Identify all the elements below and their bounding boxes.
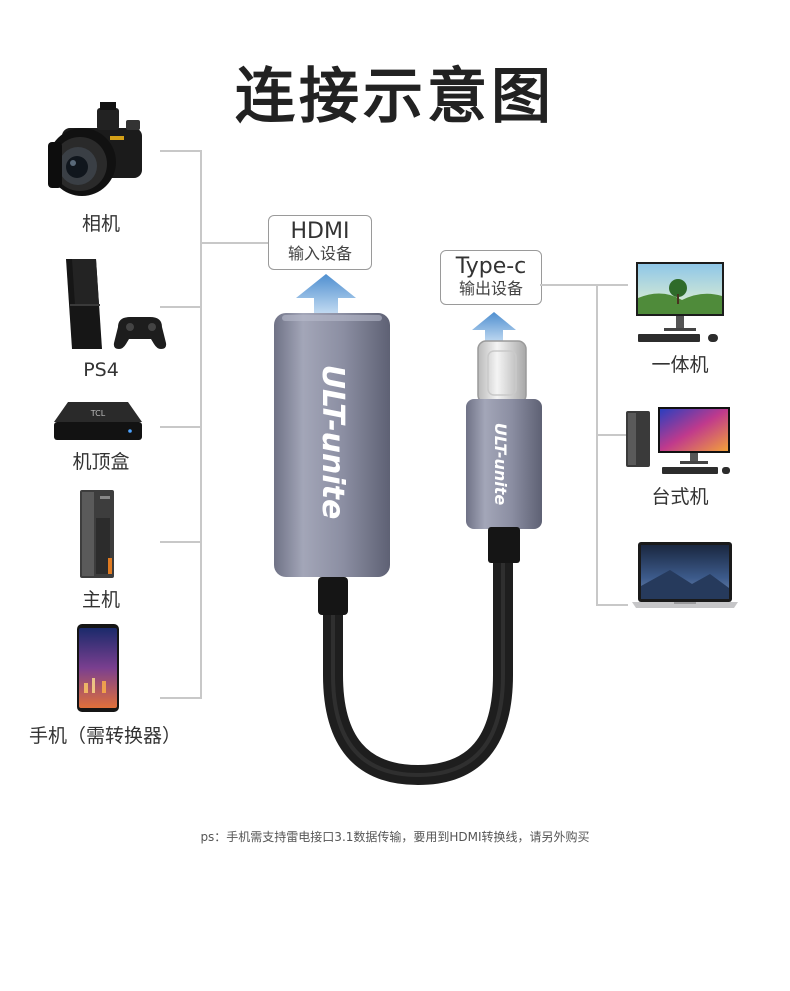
laptop-icon	[632, 542, 738, 608]
footnote: ps：手机需支持雷电接口3.1数据传输，要用到HDMI转换线，请另外购买	[200, 830, 590, 844]
left-bracket-tick	[160, 541, 200, 543]
camera-icon	[48, 102, 142, 196]
device-label-smartphone: 手机（需转换器）	[28, 725, 181, 747]
page-title: 连接示意图	[235, 62, 555, 132]
typec-callout: Type-c 输出设备	[440, 250, 542, 305]
svg-text:TCL: TCL	[90, 409, 106, 418]
right-bracket	[596, 284, 628, 606]
typec-callout-title: Type-c	[455, 254, 527, 279]
desktop-pc-icon	[626, 407, 730, 474]
hdmi-callout: HDMI 输入设备	[268, 215, 372, 270]
left-connector-line	[200, 242, 268, 244]
right-connector-line	[540, 284, 598, 286]
left-bracket	[160, 150, 202, 699]
brand-logo-hdmi: ULT-unite	[315, 364, 350, 520]
smartphone-icon	[77, 624, 119, 712]
device-label-set-top-box: 机顶盒	[72, 451, 130, 473]
right-bracket-tick	[596, 434, 626, 436]
device-label-all-in-one: 一体机	[651, 354, 709, 376]
device-label-ps4: PS4	[83, 359, 119, 381]
brand-logo-typec: ULT-unite	[491, 422, 510, 506]
adapter-cable-illustration	[274, 313, 542, 786]
left-bracket-tick	[160, 426, 200, 428]
typec-callout-subtitle: 输出设备	[458, 279, 523, 299]
all-in-one-pc-icon	[636, 262, 724, 342]
hdmi-callout-title: HDMI	[290, 219, 350, 244]
arrow-up-icon	[472, 312, 516, 346]
game-console-icon	[66, 259, 167, 349]
set-top-box-icon: TCL	[54, 402, 142, 440]
arrow-up-icon	[296, 274, 356, 318]
device-label-camera: 相机	[81, 213, 120, 235]
hdmi-callout-subtitle: 输入设备	[287, 244, 352, 264]
left-bracket-tick	[160, 306, 200, 308]
device-label-desktop-pc: 台式机	[651, 486, 709, 508]
device-label-desktop-tower: 主机	[81, 589, 120, 611]
desktop-tower-icon	[80, 490, 114, 578]
